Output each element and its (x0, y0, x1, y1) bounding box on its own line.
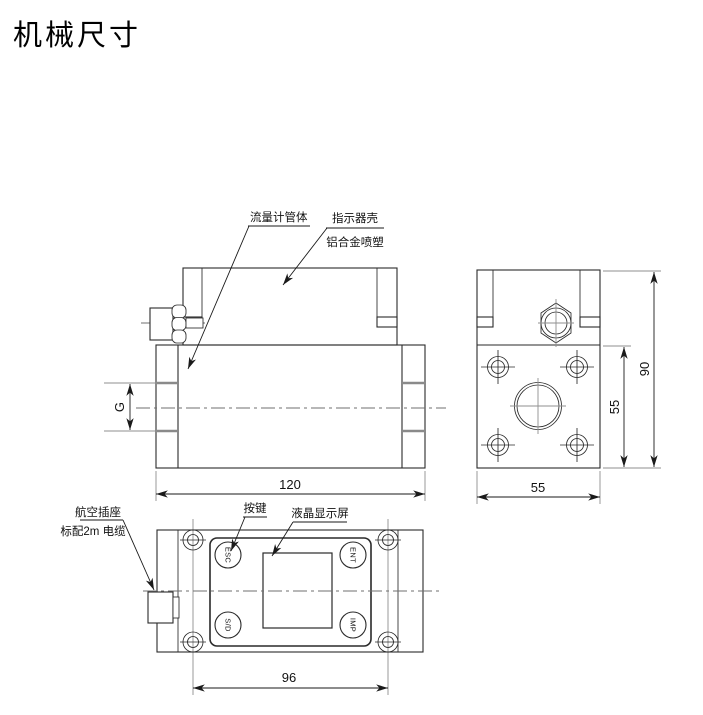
dim-spacing-label: 96 (282, 670, 296, 685)
leader-keys: 按键 (230, 501, 267, 552)
dim-height-90: 90 (603, 270, 661, 469)
bottom-view: ESC ENT S/D IMP 航空插座 标配2m 电缆 按键 (60, 501, 440, 695)
dim-flange-55: 55 (603, 345, 631, 467)
leader-indicator-housing: 指示器壳 铝合金喷塑 (282, 211, 384, 286)
label-keys: 按键 (244, 501, 267, 515)
button-esc (214, 541, 242, 569)
housing-notch-right (376, 316, 398, 328)
label-tube-body: 流量计管体 (250, 210, 308, 224)
side-notch-left (476, 316, 494, 328)
bolt-holes (481, 350, 594, 462)
mounting-hole (375, 529, 401, 551)
hex-nut-side (171, 304, 187, 319)
lcd-rect (262, 552, 333, 629)
dim-spacing-96: 96 (193, 670, 388, 692)
leader-tube-body: 流量计管体 (187, 210, 310, 370)
label-aviation-socket: 航空插座 (75, 505, 121, 519)
mounting-hole (180, 631, 206, 653)
button-ent (339, 541, 367, 569)
dim-width-55: 55 (476, 471, 601, 504)
button-imp-label: IMP (348, 618, 357, 632)
aviation-connector (147, 591, 180, 624)
label-lcd: 液晶显示屏 (291, 506, 349, 520)
center-bore (510, 378, 566, 434)
side-outline (476, 269, 601, 469)
bolt-hole (481, 350, 515, 384)
mounting-hole (375, 631, 401, 653)
gland-stub (185, 317, 204, 329)
bolt-hole (481, 428, 515, 462)
dim-port-thread: G (104, 382, 157, 432)
button-ent-label: ENT (348, 547, 357, 563)
leader-aviation-socket: 航空插座 标配2m 电缆 (60, 505, 155, 591)
dim-flange-label: 55 (607, 400, 622, 414)
bolt-hole (560, 350, 594, 384)
hex-nut-top (538, 299, 574, 347)
side-view: 90 55 55 (476, 269, 661, 504)
page-title: 机械尺寸 (13, 20, 142, 52)
side-notch-right (579, 316, 601, 328)
panel-outline (209, 537, 372, 647)
dim-height-label: 90 (637, 362, 652, 376)
tube-body-outline (155, 344, 426, 469)
leader-lcd: 液晶显示屏 (271, 506, 349, 557)
cable-gland (141, 304, 208, 344)
button-sd-label: S/D (223, 618, 232, 632)
dim-length-label: 120 (279, 477, 301, 492)
button-esc-label: ESC (223, 547, 232, 564)
dim-thread-g: G (112, 402, 127, 412)
mounting-hole (180, 529, 206, 551)
label-coating: 铝合金喷塑 (326, 235, 384, 249)
dim-width-label: 55 (531, 480, 545, 495)
label-cable: 标配2m 电缆 (60, 525, 126, 538)
mounting-holes (180, 529, 401, 653)
button-sd (214, 611, 242, 639)
bolt-hole (560, 428, 594, 462)
keypad: ESC ENT S/D IMP (214, 541, 367, 639)
front-view: 流量计管体 指示器壳 铝合金喷塑 G 120 (104, 210, 446, 501)
dim-length-120: 120 (155, 471, 426, 501)
label-indicator-housing: 指示器壳 (332, 211, 378, 225)
button-imp (339, 611, 367, 639)
